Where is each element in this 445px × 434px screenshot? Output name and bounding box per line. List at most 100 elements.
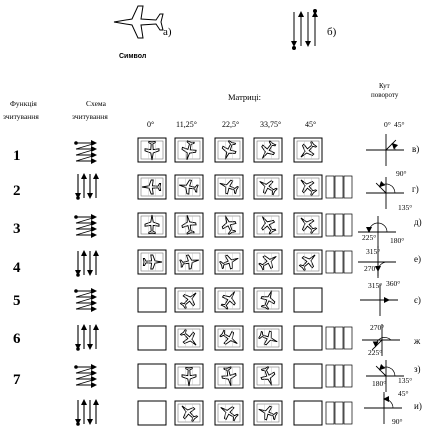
scan-scheme-icon (74, 140, 97, 164)
rot-angle-1b: 45° (394, 120, 405, 129)
rot-angle-7b: 135° (398, 376, 412, 385)
plane-icon (220, 291, 236, 310)
scan-scheme-icon (74, 214, 97, 238)
matrix-cell (293, 363, 323, 389)
angle-header-3: 33,75° (260, 120, 281, 129)
matrix-cell (253, 287, 283, 313)
matrix-cell (137, 400, 167, 426)
plane-icon (219, 254, 239, 270)
plane-icon (179, 292, 197, 310)
rotation-angle-diagram (358, 216, 396, 248)
rot-angle-7a: 180° (372, 379, 386, 388)
matrix-cell (253, 400, 283, 426)
plane-icon (179, 328, 197, 346)
matrices-header: Матриці: (228, 92, 261, 102)
rotation-header-1: Кут (379, 82, 390, 90)
matrix-cell (174, 363, 204, 389)
matrix-cell (137, 363, 167, 389)
scan-scheme-icon (75, 250, 99, 277)
row-letter-8: и) (414, 401, 422, 411)
matrix-cell (253, 174, 283, 200)
matrix-cell (174, 174, 204, 200)
symbol-label: Символ (119, 53, 146, 60)
plane-icon (300, 179, 318, 197)
matrix-extra-cell (325, 401, 353, 425)
matrix-cell (214, 363, 244, 389)
matrix-cell (253, 325, 283, 351)
symbol-plane-icon (113, 5, 164, 39)
matrix-extra-cell (325, 326, 353, 350)
scheme-header-2: зчитування (72, 112, 108, 121)
matrix-cell (137, 287, 167, 313)
matrix-extra-cell (325, 175, 353, 199)
plane-icon (298, 254, 316, 272)
row-number-3: 3 (13, 221, 21, 237)
plane-icon (219, 329, 238, 345)
scan-scheme-icon (75, 173, 99, 200)
plane-icon (221, 366, 237, 386)
row-number-5: 5 (13, 293, 21, 309)
matrix-cell (137, 325, 167, 351)
matrix-cell (214, 249, 244, 275)
matrix-cell (293, 400, 323, 426)
matrix-cell (137, 137, 167, 163)
matrix-extra-cell (325, 213, 353, 237)
row-number-6: 6 (13, 331, 21, 347)
plane-icon (144, 140, 160, 161)
plane-icon (179, 179, 199, 195)
matrix-cell (293, 212, 323, 238)
matrix-cell (174, 400, 204, 426)
rotation-angle-diagram (360, 284, 398, 316)
plane-icon (259, 180, 278, 196)
plane-icon (300, 217, 318, 235)
matrix-cell (137, 249, 167, 275)
matrix-cell (214, 400, 244, 426)
rot-angle-6b: 225° (368, 348, 382, 357)
row-letter-7: з) (414, 364, 421, 374)
row-letter-5: є) (414, 295, 421, 305)
row-letter-3: д) (414, 217, 422, 227)
matrix-cell (253, 363, 283, 389)
rot-angle-5a: 315° (368, 281, 382, 290)
angle-header-4: 45° (305, 120, 316, 129)
plane-icon (258, 255, 277, 271)
matrix-cell (293, 287, 323, 313)
rotation-angle-diagram (366, 177, 404, 209)
matrix-extra-cell (325, 250, 353, 274)
plane-icon (142, 254, 163, 270)
rot-angle-3a: 225° (362, 233, 376, 242)
plane-icon (144, 214, 160, 235)
plane-icon (141, 179, 162, 195)
matrix-cell (293, 249, 323, 275)
matrix-cell (214, 137, 244, 163)
plane-icon (260, 366, 276, 386)
matrix-cell (174, 249, 204, 275)
matrix-cell (293, 325, 323, 351)
rotation-header-2: повороту (371, 91, 399, 99)
rot-angle-1a: 0° (384, 120, 391, 129)
rot-angle-5b: 360° (386, 279, 400, 288)
angle-header-1: 11,25° (176, 120, 197, 129)
matrix-cell (293, 137, 323, 163)
rot-angle-3b: 180° (390, 236, 404, 245)
row-number-7: 7 (13, 372, 21, 388)
row-letter-2: г) (412, 184, 419, 194)
matrix-extra-cell (325, 364, 353, 388)
rot-angle-8b: 90° (392, 417, 403, 426)
rotation-angle-diagram (366, 360, 404, 392)
matrix-cell (214, 325, 244, 351)
plane-icon (181, 215, 197, 235)
rot-angle-6a: 270° (370, 323, 384, 332)
plane-icon (258, 330, 278, 346)
rot-angle-4a: 315° (366, 247, 380, 256)
row-letter-1: в) (412, 144, 419, 154)
function-header-2: зчитування (3, 112, 39, 121)
plane-icon (181, 405, 199, 423)
label-b: б) (327, 26, 337, 38)
matrix-cell (214, 212, 244, 238)
matrix-cell (214, 174, 244, 200)
rotation-angle-diagram (358, 246, 396, 278)
rot-angle-8a: 45° (398, 389, 409, 398)
